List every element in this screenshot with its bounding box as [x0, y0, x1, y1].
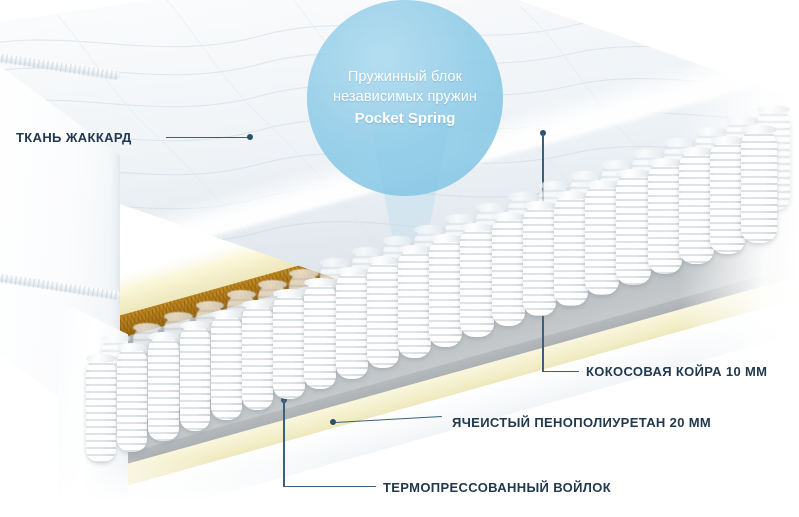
spring-coil [398, 245, 431, 358]
spring-coil [117, 343, 148, 452]
spring-coil [491, 212, 526, 327]
spring-coil [366, 255, 400, 369]
spring-coil [335, 266, 368, 379]
spring-coil [522, 201, 557, 317]
spring-coil [179, 321, 211, 431]
spring-coil [273, 288, 305, 400]
spring-coil [210, 310, 242, 421]
pocket-spring-callout: Пружинный блок независимых пружин Pocket… [307, 0, 503, 196]
spring-coil [678, 146, 714, 264]
leader-felt-horizontal [283, 485, 377, 487]
leader-dot-jacquard [247, 134, 253, 141]
spring-coil [585, 179, 620, 296]
label-foam: ЯЧЕИСТЫЙ ПЕНОПОЛИУРЕТАН 20 ММ [452, 415, 712, 430]
spring-coil [710, 136, 746, 254]
spring-coil [86, 354, 116, 462]
leader-dot-foam [330, 419, 336, 425]
callout-line-2: независимых пружин [332, 88, 478, 105]
label-jacquard: ТКАНЬ ЖАККАРД [16, 130, 132, 145]
callout-line-3: Pocket Spring [354, 109, 456, 127]
spring-coil [554, 190, 588, 306]
spring-coil [242, 299, 274, 410]
spring-coil [616, 168, 652, 285]
spring-coil [148, 332, 179, 442]
callout-line-1: Пружинный блок [347, 68, 463, 85]
leader-coir-horizontal [542, 370, 580, 372]
spring-coil [429, 234, 463, 348]
spring-coil [647, 157, 683, 275]
label-felt: ТЕРМОПРЕССОВАННЫЙ ВОЙЛОК [383, 480, 611, 495]
leader-jacquard [166, 137, 250, 139]
spring-coil [460, 223, 494, 337]
spring-coil [741, 125, 777, 244]
label-coir: КОКОСОВАЯ КОЙРА 10 ММ [586, 364, 768, 379]
bottom-edge-fade [0, 457, 799, 517]
leader-felt-vertical [283, 400, 285, 487]
spring-coil [304, 277, 337, 390]
